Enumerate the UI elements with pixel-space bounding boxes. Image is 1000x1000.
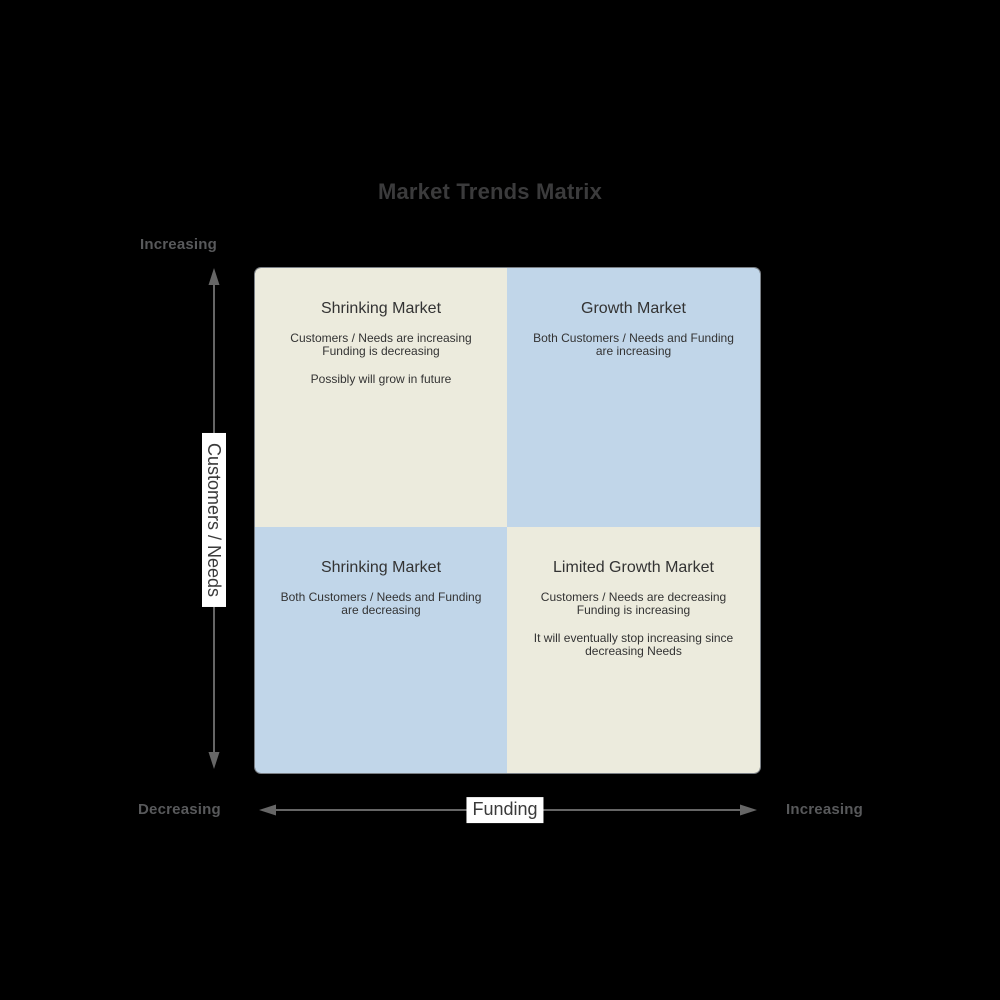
- diagram-title: Market Trends Matrix: [377, 179, 603, 204]
- y-axis-top-label: Increasing: [140, 236, 218, 253]
- y-axis-label: Customers / Needs: [202, 432, 226, 608]
- x-axis-label: Funding: [466, 797, 544, 823]
- quadrant-bottom-right: Limited Growth Market Customers / Needs …: [507, 527, 760, 773]
- quadrant-title: Shrinking Market: [320, 300, 442, 317]
- quadrant-paragraph: Possibly will grow in future: [310, 372, 452, 387]
- quadrant-paragraph: Both Customers / Needs and Funding are d…: [280, 590, 482, 617]
- quadrant-paragraph: Both Customers / Needs and Funding are i…: [533, 331, 734, 358]
- quadrant-paragraph: Customers / Needs are increasing Funding…: [290, 331, 472, 358]
- quadrant-top-left: Shrinking Market Customers / Needs are i…: [255, 268, 507, 527]
- quadrant-title: Growth Market: [581, 300, 686, 317]
- quadrant-title: Shrinking Market: [320, 559, 442, 576]
- quadrant-bottom-left: Shrinking Market Both Customers / Needs …: [255, 527, 507, 773]
- quadrant-top-right: Growth Market Both Customers / Needs and…: [507, 268, 760, 527]
- x-axis-right-label: Increasing: [786, 801, 864, 818]
- quadrant-title: Limited Growth Market: [553, 559, 714, 576]
- quadrant-paragraph: Customers / Needs are decreasing Funding…: [540, 590, 727, 617]
- x-axis-left-label: Decreasing: [138, 801, 221, 818]
- quadrant-paragraph: It will eventually stop increasing since…: [533, 631, 734, 658]
- matrix-grid: Shrinking Market Customers / Needs are i…: [255, 268, 760, 773]
